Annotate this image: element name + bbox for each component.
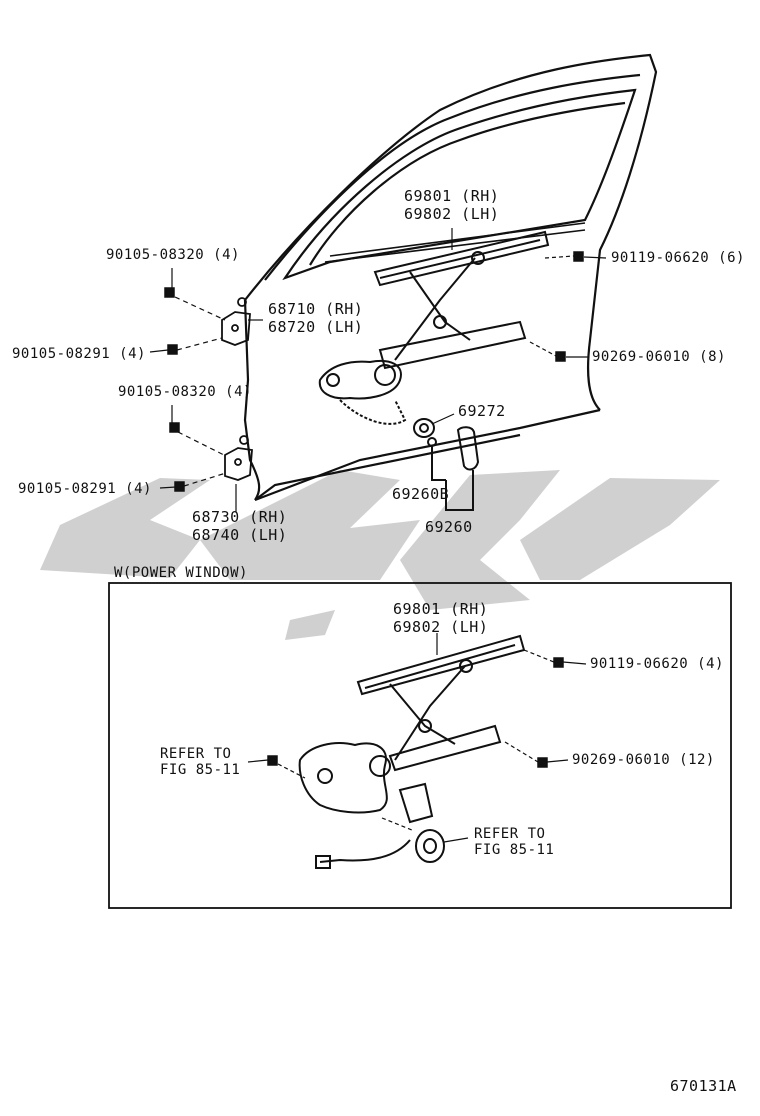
refer-left-line2: FIG 85-11 — [160, 762, 241, 778]
diagram-code: 670131A — [670, 1077, 737, 1095]
lower-regulator-rh-label: 69801 (RH) — [393, 600, 489, 618]
upper-regulator-rh-label: 69801 (RH) — [404, 187, 500, 205]
upper-hinge — [221, 297, 251, 346]
bolt-mid-left-label: 90105-08291 (4) — [12, 346, 146, 362]
refer-right-line2: FIG 85-11 — [474, 842, 555, 858]
washer-label: 69272 — [458, 402, 506, 420]
handle-label: 69260 — [425, 518, 473, 536]
upper-regulator — [318, 230, 550, 425]
handle-clip-label: 69260B — [392, 485, 450, 503]
hinge-lower-lh-label: 68740 (LH) — [192, 526, 288, 544]
hinge-upper-rh-label: 68710 (RH) — [268, 300, 364, 318]
lower-regulator-lh-label: 69802 (LH) — [393, 618, 489, 636]
lower-bolt-right-top-label: 90119-06620 (4) — [590, 656, 724, 672]
lower-bolt-right-mid-label: 90269-06010 (12) — [572, 752, 715, 768]
bolt-right-top-label: 90119-06620 (6) — [611, 250, 745, 266]
refer-left-line1: REFER TO — [160, 746, 232, 762]
bolt-lower-left-label: 90105-08291 (4) — [18, 481, 152, 497]
power-window-section-title: W(POWER WINDOW) — [114, 565, 248, 581]
lower-hinge — [224, 435, 253, 481]
glass-channel — [324, 222, 586, 263]
door-panel — [243, 53, 658, 502]
bolt-top-left-label: 90105-08320 (4) — [106, 247, 240, 263]
hinge-upper-lh-label: 68720 (LH) — [268, 318, 364, 336]
handle-assembly — [413, 418, 480, 511]
lower-leader-lines — [247, 633, 587, 843]
bolt-right-mid-label: 90269-06010 (8) — [592, 349, 726, 365]
refer-right-line1: REFER TO — [474, 826, 546, 842]
upper-regulator-lh-label: 69802 (LH) — [404, 205, 500, 223]
bolt-upper-hinge-lower-label: 90105-08320 (4) — [118, 384, 252, 400]
hinge-lower-rh-label: 68730 (RH) — [192, 508, 288, 526]
power-window-box — [108, 582, 732, 909]
upper-bolts — [164, 251, 584, 492]
watermark-logo — [40, 470, 720, 640]
upper-leader-lines — [149, 228, 607, 512]
